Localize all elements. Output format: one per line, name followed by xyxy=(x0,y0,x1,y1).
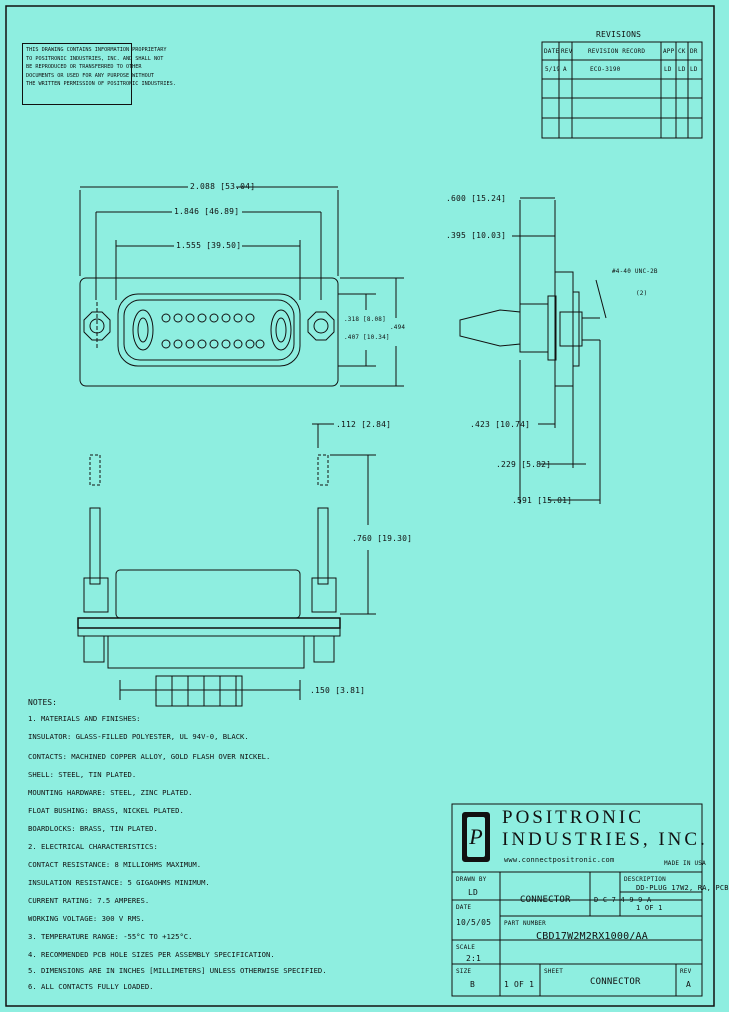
dim-contact-span: 1.555 [39.50] xyxy=(176,241,242,250)
rev-header-ck: CK xyxy=(678,48,686,55)
scale-value: 2:1 xyxy=(466,954,482,963)
note-line: MOUNTING HARDWARE: STEEL, ZINC PLATED. xyxy=(28,788,193,797)
note-line: SHELL: STEEL, TIN PLATED. xyxy=(28,770,137,779)
rev-row-dr: LD xyxy=(690,66,698,73)
drawn-by-value: LD xyxy=(468,888,479,897)
notes-title: NOTES: xyxy=(28,698,57,707)
dim-bottom-b: .760 [19.30] xyxy=(352,534,413,543)
rev-row-record: ECO-3190 xyxy=(590,66,621,73)
size-value: B xyxy=(470,980,476,989)
company-logo: P xyxy=(462,812,490,862)
date-label: DATE xyxy=(456,904,472,911)
note-line: 3. TEMPERATURE RANGE: -55°C TO +125°C. xyxy=(28,932,193,941)
sheet-label: SHEET xyxy=(544,968,564,975)
description-value: DD-PLUG 17W2, RA, PCB xyxy=(636,884,729,892)
sheet-count: 1 OF 1 xyxy=(504,980,535,989)
rev-row-ck: LD xyxy=(678,66,686,73)
rev-header-dr: DR xyxy=(690,48,698,55)
revisions-grid xyxy=(541,41,703,139)
size-label: SIZE xyxy=(456,968,472,975)
dim-height-mid: .407 [10.34] xyxy=(344,334,390,341)
dim-height-outer: .494 xyxy=(390,324,406,331)
dim-side-d: .423 [10.74] xyxy=(470,420,531,429)
company-website: www.connectpositronic.com xyxy=(504,856,615,864)
rev-header-app: APP xyxy=(663,48,675,55)
dim-bottom-a: .112 [2.84] xyxy=(336,420,392,429)
rev-header-record: REVISION RECORD xyxy=(588,48,646,55)
note-line: 1. MATERIALS AND FINISHES: xyxy=(28,714,141,723)
dim-side-thread-qty: (2) xyxy=(636,290,648,297)
note-line: FLOAT BUSHING: BRASS, NICKEL PLATED. xyxy=(28,806,184,815)
rev-row-date: 5/19 xyxy=(545,66,561,73)
note-line: 2. ELECTRICAL CHARACTERISTICS: xyxy=(28,842,158,851)
rev-header-rev: REV xyxy=(561,48,573,55)
title-block-grid xyxy=(451,803,703,997)
front-view xyxy=(79,186,404,387)
drawn-by-label: DRAWN BY xyxy=(456,876,487,883)
note-line: WORKING VOLTAGE: 300 V RMS. xyxy=(28,914,145,923)
dim-side-b: .395 [10.03] xyxy=(446,231,507,240)
dim-side-e: .229 [5.82] xyxy=(496,460,552,469)
note-line: INSULATOR: GLASS-FILLED POLYESTER, UL 94… xyxy=(28,732,249,741)
dim-side-f: .591 [15.01] xyxy=(512,496,573,505)
rev-value: A xyxy=(686,980,692,989)
part-number-label: PART NUMBER xyxy=(504,920,546,927)
date-value: 10/5/05 xyxy=(456,918,492,927)
note-line: CONTACT RESISTANCE: 8 MILLIOHMS MAXIMUM. xyxy=(28,860,202,869)
signal-contacts xyxy=(161,313,265,349)
dim-mount-holes: 1.846 [46.89] xyxy=(174,207,240,216)
rev-header-date: DATE xyxy=(544,48,560,55)
dim-height-inner: .318 [8.08] xyxy=(344,316,386,323)
company-name-line2: INDUSTRIES, INC. xyxy=(502,829,708,850)
company-name-line1: POSITRONIC xyxy=(502,807,644,828)
dim-bottom-c: .150 [3.81] xyxy=(310,686,366,695)
confidentiality-line: THE WRITTEN PERMISSION OF POSITRONIC IND… xyxy=(26,81,176,88)
made-in-label: MADE IN USA xyxy=(664,860,706,867)
note-line: INSULATION RESISTANCE: 5 GIGAOHMS MINIMU… xyxy=(28,878,210,887)
dim-overall-width: 2.088 [53.04] xyxy=(190,182,256,191)
note-line: 6. ALL CONTACTS FULLY LOADED. xyxy=(28,982,154,991)
sheet-value: 1 OF 1 xyxy=(636,904,663,912)
rev-row-app: LD xyxy=(664,66,672,73)
confidentiality-line: TO POSITRONIC INDUSTRIES, INC. AND SHALL… xyxy=(26,55,164,62)
drawing-title: CONNECTOR xyxy=(520,895,571,905)
rev-row-rev: A xyxy=(563,66,567,73)
confidentiality-line: THIS DRAWING CONTAINS INFORMATION PROPRI… xyxy=(26,47,167,53)
revisions-title: REVISIONS xyxy=(596,30,642,39)
confidentiality-note: THIS DRAWING CONTAINS INFORMATION PROPRI… xyxy=(22,43,176,105)
description-bottom: CONNECTOR xyxy=(590,977,641,987)
confidentiality-line: DOCUMENTS OR USED FOR ANY PURPOSE WITHOU… xyxy=(26,72,155,79)
note-line: CONTACTS: MACHINED COPPER ALLOY, GOLD FL… xyxy=(28,752,271,761)
note-line: 5. DIMENSIONS ARE IN INCHES [MILLIMETERS… xyxy=(28,966,327,975)
note-line: 4. RECOMMENDED PCB HOLE SIZES PER ASSEMB… xyxy=(28,950,275,959)
bottom-view xyxy=(77,423,376,707)
doc-number: D C 7 4 9 9 A xyxy=(594,896,652,904)
rev-label: REV xyxy=(680,968,692,975)
description-label: DESCRIPTION xyxy=(624,876,666,883)
dim-side-thread: #4-40 UNC-2B xyxy=(612,268,658,275)
confidentiality-line: BE REPRODUCED OR TRANSFERRED TO OTHER xyxy=(26,64,142,71)
note-line: CURRENT RATING: 7.5 AMPERES. xyxy=(28,896,150,905)
scale-label: SCALE xyxy=(456,944,476,951)
dim-side-a: .600 [15.24] xyxy=(446,194,507,203)
drawing-border xyxy=(5,5,715,1007)
note-line: BOARDLOCKS: BRASS, TIN PLATED. xyxy=(28,824,158,833)
side-view xyxy=(459,197,607,504)
part-number-value: CBD17W2M2RX1000/AA xyxy=(536,931,648,942)
